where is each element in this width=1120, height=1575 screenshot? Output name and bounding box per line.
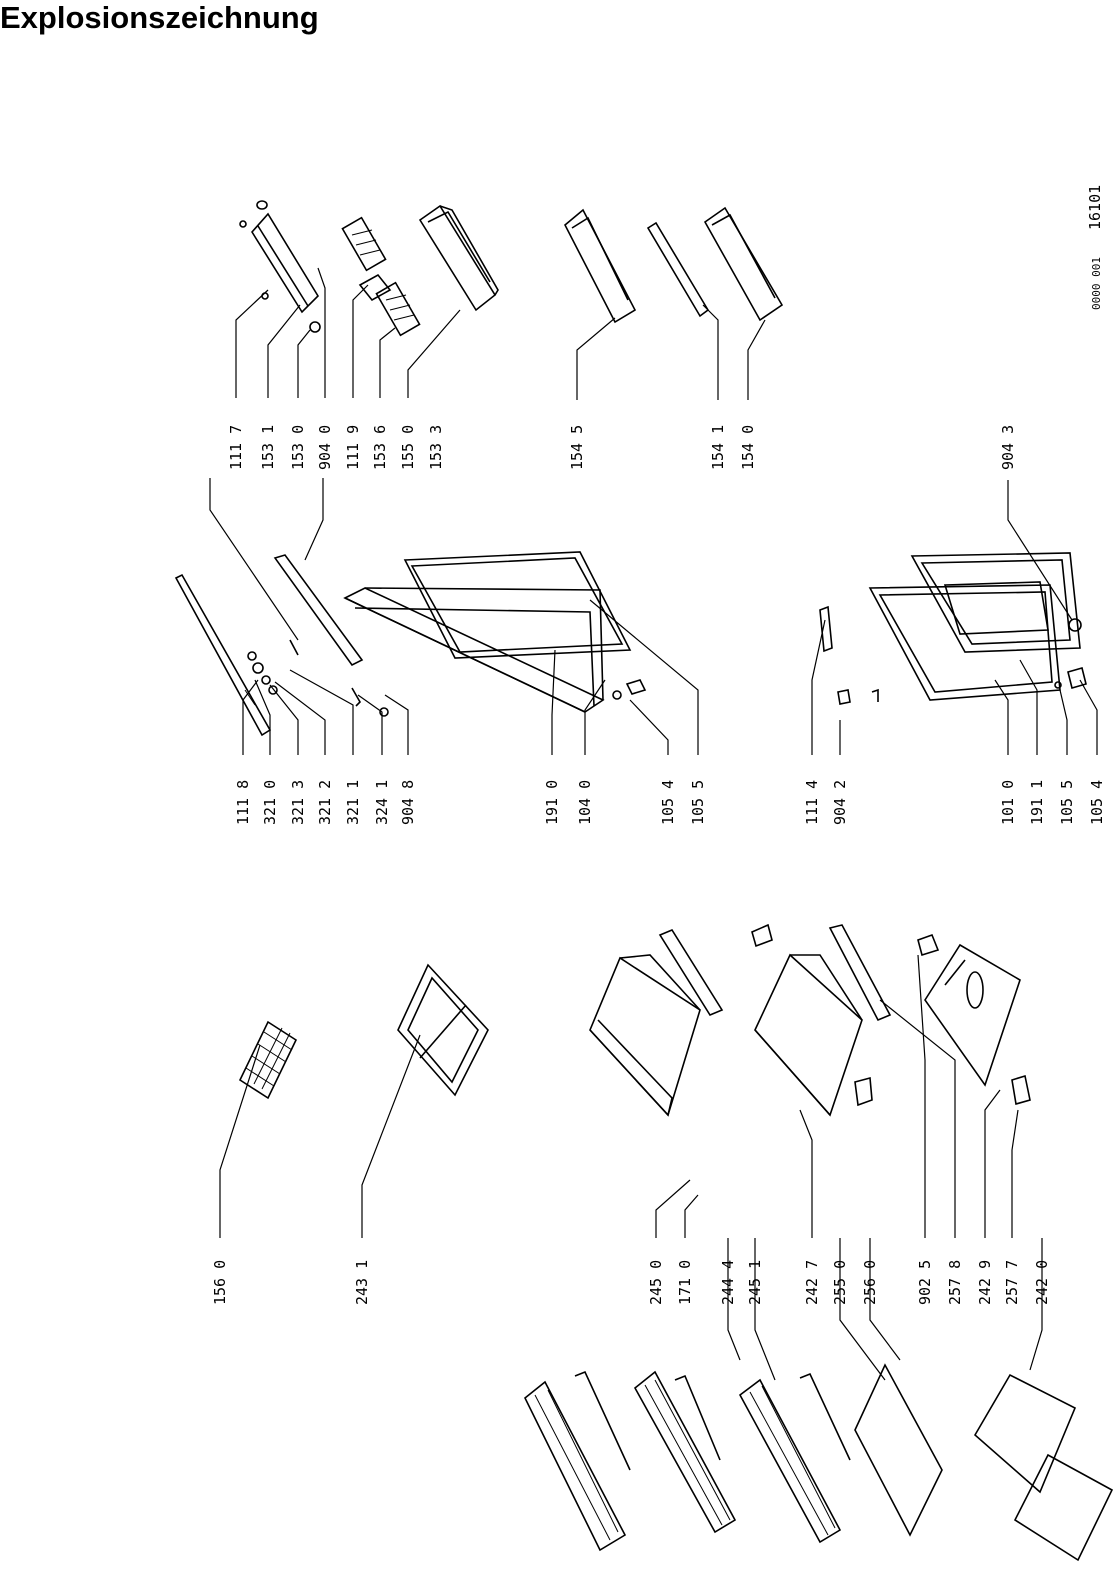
label-104-0: 104 0 <box>576 780 594 825</box>
label-242-7: 242 7 <box>803 1260 821 1305</box>
label-902-5: 902 5 <box>916 1260 934 1305</box>
label-153-1: 153 1 <box>259 425 277 470</box>
part-crisper-drawer-lower <box>754 953 863 1117</box>
label-243-1: 243 1 <box>353 1260 371 1305</box>
part-lower-gasket <box>910 552 1081 653</box>
label-904-8: 904 8 <box>399 780 417 825</box>
part-shelf-strip <box>646 221 710 318</box>
label-244-4: 244 4 <box>719 1260 737 1305</box>
label-105-4-upper: 105 4 <box>659 780 677 825</box>
label-105-5-upper: 105 5 <box>689 780 707 825</box>
part-bottom-glass-plate <box>854 1363 943 1537</box>
part-long-rail <box>174 573 272 737</box>
part-freezer-door-inner <box>343 587 605 713</box>
label-154-5: 154 5 <box>568 425 586 470</box>
part-lower-door <box>868 584 1061 701</box>
label-153-0: 153 0 <box>289 425 307 470</box>
label-321-3: 321 3 <box>289 780 307 825</box>
label-255-0: 255 0 <box>831 1260 849 1305</box>
part-ice-grid <box>238 1020 298 1100</box>
label-171-0: 171 0 <box>676 1260 694 1305</box>
label-321-0: 321 0 <box>261 780 279 825</box>
label-257-7: 257 7 <box>1003 1260 1021 1305</box>
part-hinge-bits <box>247 651 389 717</box>
leader-lines <box>209 267 1098 1381</box>
label-153-6: 153 6 <box>371 425 389 470</box>
label-101-0: 101 0 <box>999 780 1017 825</box>
label-245-0: 245 0 <box>647 1260 665 1305</box>
label-321-2: 321 2 <box>316 780 334 825</box>
label-154-1: 154 1 <box>709 425 727 470</box>
label-105-5-lower: 105 5 <box>1058 780 1076 825</box>
part-egg-trays <box>341 216 421 337</box>
parts <box>174 200 1114 1562</box>
part-top-strip <box>273 554 364 667</box>
part-door-shelf-top <box>418 204 499 312</box>
label-191-0: 191 0 <box>543 780 561 825</box>
part-door-shelf-bottom <box>703 206 784 322</box>
label-153-3: 153 3 <box>427 425 445 470</box>
label-245-1: 245 1 <box>746 1260 764 1305</box>
label-111-7: 111 7 <box>227 425 245 470</box>
label-191-1: 191 1 <box>1028 780 1046 825</box>
label-256-0: 256 0 <box>861 1260 879 1305</box>
label-154-0: 154 0 <box>739 425 757 470</box>
part-door-shelf-middle <box>563 208 637 324</box>
label-321-1: 321 1 <box>344 780 362 825</box>
part-bottom-bins <box>973 1373 1114 1562</box>
part-labels: 111 7 153 1 153 0 904 0 111 9 153 6 155 … <box>211 185 1106 1305</box>
label-242-0: 242 0 <box>1033 1260 1051 1305</box>
part-door-gasket <box>403 551 632 659</box>
part-freezer-drawer <box>924 943 1021 1087</box>
part-door-rack-bar <box>239 200 321 333</box>
doc-code: 16101 <box>1086 185 1104 230</box>
part-crisper-drawer-upper <box>589 954 701 1117</box>
label-155-0: 155 0 <box>399 425 417 470</box>
label-156-0: 156 0 <box>211 1260 229 1305</box>
page-title: Explosionszeichnung <box>0 0 319 35</box>
label-111-8: 111 8 <box>234 780 252 825</box>
label-904-2: 904 2 <box>831 780 849 825</box>
label-324-1: 324 1 <box>373 780 391 825</box>
part-wire-shelves <box>523 1370 851 1552</box>
label-904-0: 904 0 <box>316 425 334 470</box>
label-111-9: 111 9 <box>344 425 362 470</box>
label-242-9: 242 9 <box>976 1260 994 1305</box>
doc-code-small: 0000 001 <box>1090 257 1103 310</box>
label-257-8: 257 8 <box>946 1260 964 1305</box>
label-904-3: 904 3 <box>999 425 1017 470</box>
label-105-4-lower: 105 4 <box>1088 780 1106 825</box>
label-111-4: 111 4 <box>803 780 821 825</box>
part-glass-shelf <box>397 963 489 1097</box>
